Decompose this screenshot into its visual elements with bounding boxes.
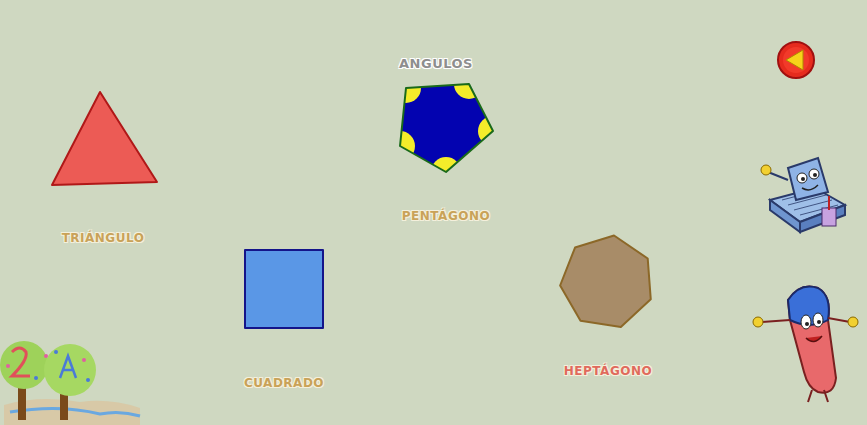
heptagon-shape — [555, 230, 665, 380]
eraser-character — [753, 287, 858, 403]
shape-label: HEPTÁGONO — [564, 364, 652, 378]
shape-card: PENTÁGONO — [390, 75, 502, 225]
triangle-shape — [40, 80, 170, 250]
shape-label: TRIÁNGULO — [62, 231, 145, 245]
shape-card: HEPTÁGONO — [555, 230, 665, 380]
shape-label: CUADRADO — [244, 376, 324, 390]
tree-illustration — [0, 341, 140, 425]
shape-label: PENTÁGONO — [402, 209, 490, 223]
square-shape — [235, 240, 335, 395]
screen-title: ANGULOS — [399, 56, 473, 71]
shape-card: CUADRADO — [235, 240, 335, 395]
shape-card: TRIÁNGULO — [40, 80, 170, 250]
pentagon-shape — [390, 75, 502, 225]
computer-character — [761, 158, 845, 232]
back-button — [778, 42, 814, 78]
